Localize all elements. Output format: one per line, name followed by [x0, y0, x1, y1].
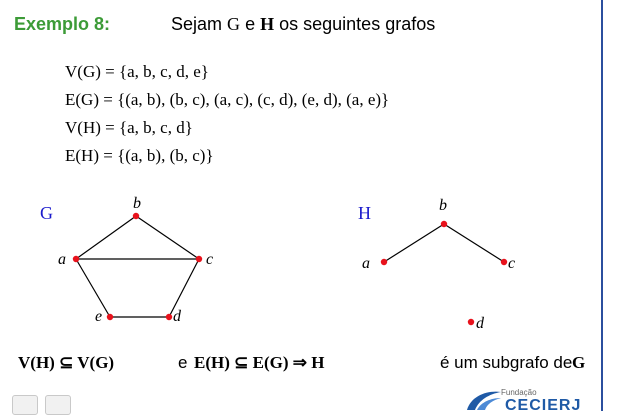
intro-g: G: [227, 14, 241, 34]
edge-h-b-c: [443, 223, 505, 263]
example-heading: Exemplo 8:: [14, 14, 110, 35]
next-slide-button[interactable]: [45, 395, 71, 415]
vertex-label-c: c: [206, 251, 213, 268]
edge-b-c: [135, 215, 200, 260]
vertex-h-label-d: d: [476, 315, 485, 332]
logo-swoosh-icon: [467, 391, 501, 410]
edge-h-a-b: [383, 223, 445, 263]
vertex-h-label-c: c: [508, 255, 515, 272]
vertex-b: [132, 212, 140, 220]
vertex-label-e: e: [95, 308, 102, 325]
edge-set-h: E(H) = {(a, b), (b, c)}: [65, 146, 214, 165]
vertex-h-c: [500, 258, 508, 266]
edge-a-e: [75, 258, 111, 318]
conclusion-g: G: [572, 353, 586, 372]
vertex-a: [72, 255, 80, 263]
vertex-h-a: [380, 258, 388, 266]
cecierj-logo: Fundação CECIERJ: [463, 388, 603, 411]
slide-border: [601, 0, 603, 411]
edge-subset-statement: E(H) ⊆ E(G) ⇒ H: [194, 353, 325, 372]
graph-h-name: H: [358, 203, 371, 223]
vertex-e: [106, 313, 114, 321]
vertex-subset-statement: V(H) ⊆ V(G): [18, 353, 115, 372]
intro-suffix: os seguintes grafos: [279, 14, 436, 34]
conclusion-and: e: [178, 353, 188, 372]
intro-text: Sejam G e H os seguintes grafos: [171, 14, 435, 35]
vertex-h-label-b: b: [439, 197, 447, 214]
conclusion-text: é um subgrafo de: [440, 353, 573, 372]
graph-definitions: V(G) = {a, b, c, d, e} E(G) = {(a, b), (…: [65, 58, 389, 170]
vertex-c: [195, 255, 203, 263]
vertex-d: [165, 313, 173, 321]
edge-c-d: [168, 258, 200, 318]
vertex-h-d: [467, 318, 475, 326]
vertex-set-g: V(G) = {a, b, c, d, e}: [65, 62, 209, 81]
example-label: Exemplo 8:: [14, 14, 111, 34]
intro-h: H: [260, 14, 275, 34]
vertex-h-b: [440, 220, 448, 228]
intro-prefix: Sejam: [171, 14, 223, 34]
edge-a-b: [75, 215, 137, 260]
graph-g-edges: [75, 215, 200, 318]
vertex-label-a: a: [58, 251, 66, 268]
graph-h-vertices: [380, 220, 508, 326]
graph-g-name: G: [40, 203, 53, 223]
prev-slide-button[interactable]: [12, 395, 38, 415]
logo-small-text: Fundação: [501, 388, 537, 397]
intro-and: e: [245, 14, 256, 34]
edge-set-g: E(G) = {(a, b), (b, c), (a, c), (c, d), …: [65, 90, 390, 109]
graph-g-vertices: [72, 212, 203, 321]
logo-main-text: CECIERJ: [505, 397, 582, 411]
vertex-set-h: V(H) = {a, b, c, d}: [65, 118, 193, 137]
vertex-label-d: d: [173, 308, 182, 325]
vertex-label-b: b: [133, 195, 141, 212]
graph-h-edges: [383, 223, 505, 263]
vertex-h-label-a: a: [362, 255, 370, 272]
